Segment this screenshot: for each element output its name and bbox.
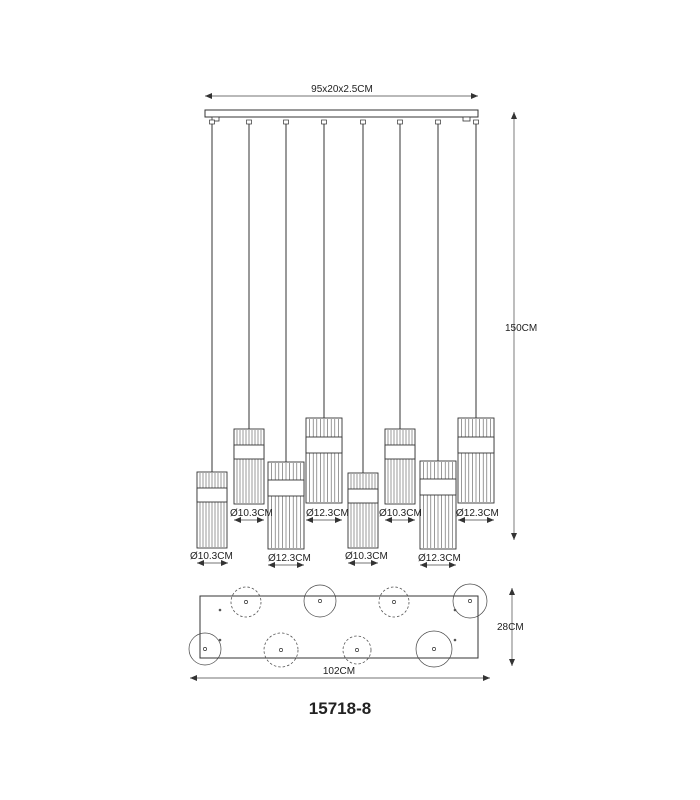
cable-gripper	[321, 119, 327, 125]
height-dimension-label: 150CM	[505, 323, 537, 334]
cable-point	[392, 600, 396, 604]
shade-ribs	[309, 419, 339, 502]
shade-label-4: Ø12.3CM	[306, 508, 349, 519]
pendant-3	[267, 119, 305, 550]
canopy-dimension: 95x20x2.5CM	[205, 84, 478, 99]
shade-label-1: Ø10.3CM	[190, 551, 233, 562]
shade-ribs	[461, 419, 491, 502]
shade-band	[233, 444, 265, 460]
canopy-dimension-label: 95x20x2.5CM	[311, 84, 373, 95]
canopy	[204, 109, 479, 122]
shade-ribs	[199, 473, 225, 547]
depth-dimension: 28CM	[497, 588, 524, 666]
depth-dimension-label: 28CM	[497, 622, 524, 633]
mount-dot	[453, 638, 457, 642]
shade-band	[384, 444, 416, 460]
shade-band	[457, 436, 495, 454]
pendant-group	[196, 119, 495, 550]
mount-dot	[218, 638, 222, 642]
shade-band	[347, 488, 379, 504]
top-view-circles	[188, 583, 488, 668]
shade-label-3: Ø12.3CM	[268, 553, 311, 564]
cable-gripper	[397, 119, 403, 125]
pendant-8	[457, 119, 495, 504]
cable-point	[279, 648, 283, 652]
cable-gripper	[360, 119, 366, 125]
shade-band	[305, 436, 343, 454]
shade-footprint-6	[263, 632, 299, 668]
shade-diameter-labels: Ø10.3CM Ø10.3CM Ø12.3CM Ø12.3CM Ø10.3CM …	[190, 508, 499, 564]
cable-point	[468, 599, 472, 603]
shade-footprint-8	[415, 630, 453, 668]
shade-footprint-4	[452, 583, 488, 619]
cable-point	[203, 647, 207, 651]
shade-footprint-5	[188, 632, 222, 666]
shade-label-5: Ø10.3CM	[345, 551, 388, 562]
shade-label-8: Ø12.3CM	[456, 508, 499, 519]
shade-band	[267, 479, 305, 497]
cable-point	[318, 599, 322, 603]
width-dimension-label: 102CM	[323, 666, 355, 677]
shade-label-7: Ø12.3CM	[418, 553, 461, 564]
height-dimension: 150CM	[505, 112, 537, 540]
shade-ribs	[271, 463, 301, 548]
shade-footprint-7	[342, 635, 372, 665]
pendant-7	[419, 119, 457, 550]
model-number: 15718-8	[309, 699, 371, 718]
pendant-2	[233, 119, 265, 505]
mount-dot	[453, 608, 457, 612]
pendant-1	[196, 119, 228, 549]
shade-ribs	[350, 474, 376, 547]
cable-gripper	[473, 119, 479, 125]
shade-ribs	[387, 430, 413, 503]
shade-ribs	[423, 462, 453, 548]
pendant-6	[384, 119, 416, 505]
width-dimension: 102CM	[190, 666, 490, 681]
shade-footprint-3	[378, 586, 410, 618]
cable-point	[355, 648, 359, 652]
cable-point	[244, 600, 248, 604]
shade-ribs	[236, 430, 262, 503]
cable-gripper	[283, 119, 289, 125]
pendant-4	[305, 119, 343, 504]
cable-gripper	[246, 119, 252, 125]
cable-point	[432, 647, 436, 651]
cable-gripper	[209, 119, 215, 125]
shade-footprint-1	[230, 586, 262, 618]
shade-label-6: Ø10.3CM	[379, 508, 422, 519]
shade-label-2: Ø10.3CM	[230, 508, 273, 519]
shade-diameter-arrows	[197, 517, 494, 568]
shade-band	[419, 478, 457, 496]
shade-footprint-2	[303, 584, 337, 618]
pendant-5	[347, 119, 379, 549]
top-view	[188, 583, 488, 668]
cable-gripper	[435, 119, 441, 125]
shade-band	[196, 487, 228, 503]
mount-dot	[218, 608, 222, 612]
